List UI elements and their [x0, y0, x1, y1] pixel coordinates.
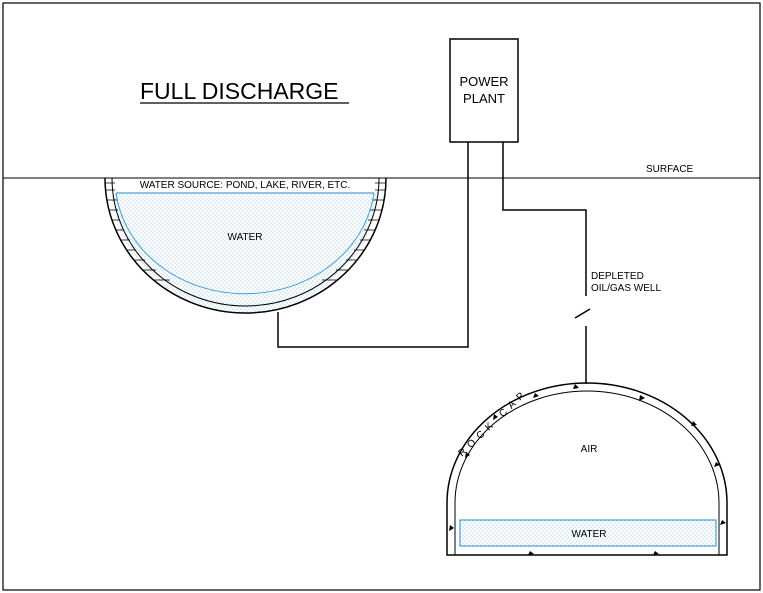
- depleted-well-label-1: DEPLETED: [591, 271, 644, 282]
- depleted-well-label-2: OIL/GAS WELL: [591, 283, 661, 294]
- power-plant-box: [449, 38, 519, 143]
- top-water-label: WATER: [228, 232, 263, 243]
- water-pipe: [277, 142, 469, 348]
- water-source-basin: [104, 177, 387, 314]
- well-break-mark: [574, 308, 591, 319]
- water-source-label: WATER SOURCE: POND, LAKE, RIVER, ETC.: [140, 180, 351, 191]
- power-plant-label-2: PLANT: [463, 91, 505, 106]
- diagram-title: FULL DISCHARGE: [140, 78, 339, 104]
- rock-cap-label: ROCK CAP: [456, 387, 530, 459]
- air-label: AIR: [581, 444, 598, 455]
- bottom-water-label: WATER: [572, 529, 607, 540]
- power-plant-label-1: POWER: [459, 74, 508, 89]
- surface-label: SURFACE: [646, 164, 694, 175]
- underground-cavern: [446, 382, 728, 556]
- air-pipe: [502, 142, 587, 296]
